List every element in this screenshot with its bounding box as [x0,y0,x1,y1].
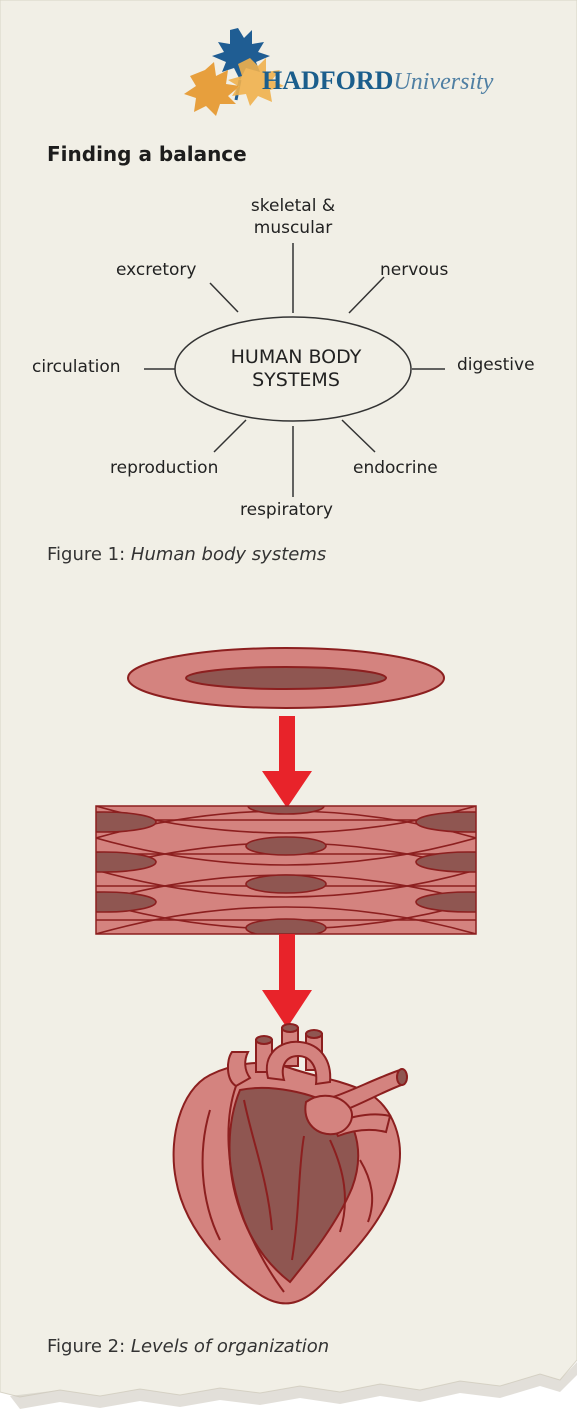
heart-organ [174,1024,407,1303]
arrow-down-icon [262,716,312,808]
figure2-prefix: Figure 2: [47,1336,131,1357]
muscle-cell [128,648,444,708]
figure2-caption: Figure 2: Levels of organization [47,1336,329,1357]
arrow-down-icon [262,934,312,1028]
muscle-tissue [52,798,520,937]
figure2-title: Levels of organization [131,1336,329,1357]
